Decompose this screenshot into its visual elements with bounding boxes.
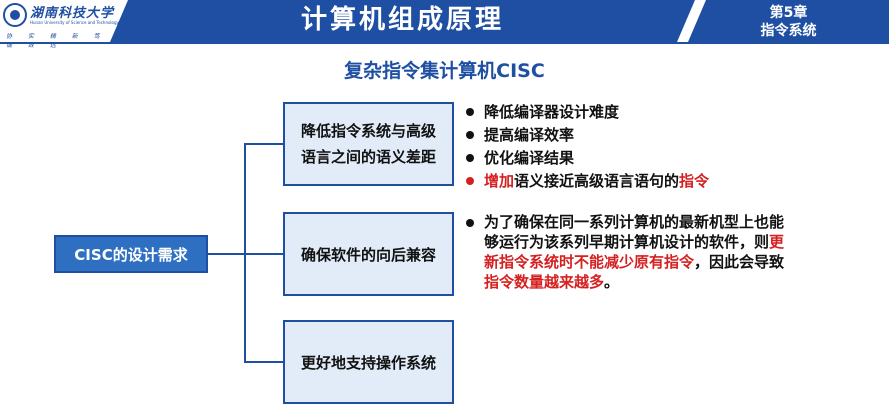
branch-1-line-2: 语言之间的语义差距 [300,148,436,166]
cisc-design-requirements-box: CISC的设计需求 [54,235,208,273]
motto-left: 协 实 精 新 [6,33,78,40]
branch-backward-compat-box: 确保软件的向后兼容 [283,212,454,296]
item-text: ，因此会导致 [694,253,785,271]
list-item: 提高编译效率 [466,124,766,147]
connector-branch-2 [244,253,283,255]
emphasis-text: 指令 [679,172,710,190]
emphasis-text: 更新指令系统时不能减少原有指令 [484,233,785,271]
branch-os-support-box: 更好地支持操作系统 [283,320,454,404]
connector-trunk [244,143,246,362]
list-item: 增加语义接近高级语言语句的指令 [466,170,766,193]
list-item: 为了确保在同一系列计算机的最新机型上也能够运行为该系列早期计算机设计的软件，则更… [466,212,786,292]
emphasis-text: 增加 [484,172,515,190]
university-motto: 协 实 精 新 笃 诚 致 远 [6,31,116,49]
chapter-number: 第5章 [769,5,808,21]
header-divider [0,42,889,44]
title-band: 计算机组成原理 [110,0,695,42]
semantic-gap-benefits-list: 降低编译器设计难度 提高编译效率 优化编译结果 增加语义接近高级语言语句的指令 [466,101,766,193]
university-seal-icon [3,3,27,27]
item-text: 。 [604,273,620,291]
motto-right: 笃 诚 致 远 [6,33,100,49]
connector-branch-3 [244,361,283,363]
slide-subtitle: 复杂指令集计算机CISC [344,60,545,82]
university-english-name: Hunan University of Science and Technolo… [30,20,119,25]
chapter-name: 指令系统 [760,23,817,39]
university-name: 湖南科技大学 [30,6,115,21]
chapter-label: 第5章 指令系统 [688,0,889,42]
branch-1-line-1: 降低指令系统与高级 [300,122,436,140]
connector-root-horizontal [208,253,245,255]
list-item: 优化编译结果 [466,147,766,170]
university-logo: 湖南科技大学 Hunan University of Science and T… [0,0,125,49]
item-text: 语义接近高级语言语句的 [514,172,680,190]
course-title: 计算机组成原理 [300,5,504,35]
backward-compat-explanation-list: 为了确保在同一系列计算机的最新机型上也能够运行为该系列早期计算机设计的软件，则更… [466,212,786,292]
branch-semantic-gap-box: 降低指令系统与高级 语言之间的语义差距 [283,102,454,186]
list-item: 降低编译器设计难度 [466,101,766,124]
connector-branch-1 [244,143,283,145]
emphasis-text: 指令数量越来越多 [484,273,605,291]
item-text: 为了确保在同一系列计算机的最新机型上也能够运行为该系列早期计算机设计的软件，则 [484,213,785,251]
slide-header: 湖南科技大学 Hunan University of Science and T… [0,0,889,49]
